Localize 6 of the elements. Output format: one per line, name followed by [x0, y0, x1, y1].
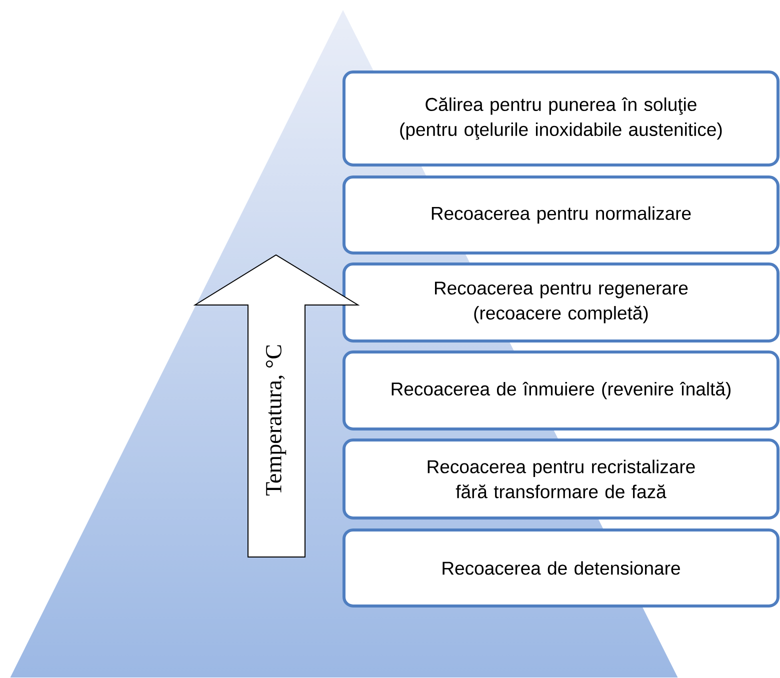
process-box: Recoacerea pentru recristalizare fără transformare de fază — [342, 438, 780, 520]
process-box: Recoacerea de detensionare — [342, 528, 780, 608]
process-box: Recoacerea pentru normalizare — [342, 176, 780, 254]
process-box: Recoacerea pentru regenerare (recoacere completă) — [342, 262, 780, 342]
process-box: Călirea pentru punerea în soluţie (pentru oţelurile inoxidabile austenitice) — [342, 70, 780, 166]
process-box: Recoacerea de înmuiere (revenire înaltă) — [342, 350, 780, 430]
